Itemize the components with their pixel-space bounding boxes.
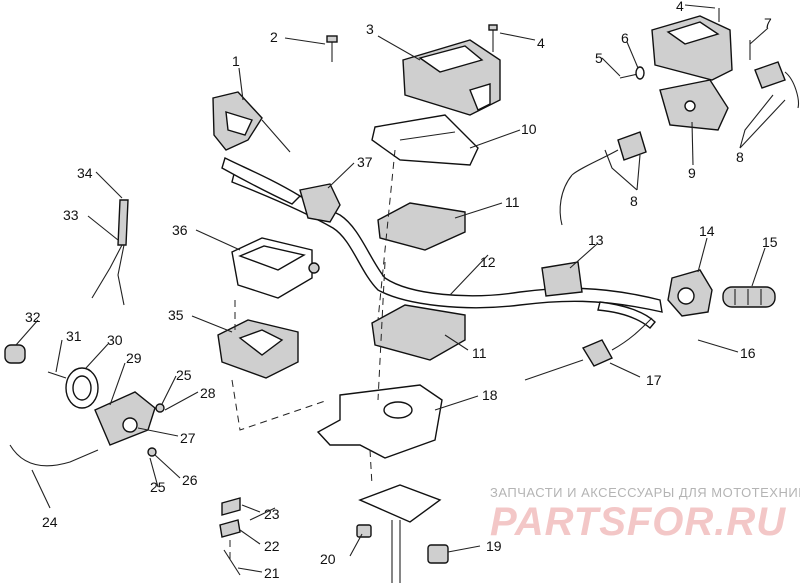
- callout-16: 16: [740, 345, 756, 361]
- callout-9: 9: [688, 165, 696, 181]
- callout-13: 13: [588, 232, 604, 248]
- callout-8b: 8: [630, 193, 638, 209]
- callout-29: 29: [126, 350, 142, 366]
- callout-22: 22: [264, 538, 280, 554]
- callout-23: 23: [264, 506, 280, 522]
- screw-2: [326, 35, 338, 62]
- callout-34: 34: [77, 165, 93, 181]
- light-assembly: [4, 344, 165, 467]
- callout-7: 7: [764, 15, 772, 31]
- callout-numbers: 1 2 3 4 4 5 6 7 8 8 9 10 11 11 12 13 14 …: [25, 0, 778, 581]
- washer-6: [635, 66, 645, 80]
- grip-15: [722, 286, 776, 308]
- callout-30: 30: [107, 332, 123, 348]
- callout-26: 26: [182, 472, 198, 488]
- callout-27: 27: [180, 430, 196, 446]
- watermark-brand: PARTSFOR.RU: [490, 500, 786, 544]
- callout-5: 5: [595, 50, 603, 66]
- plate-10: [371, 114, 479, 166]
- callout-32: 32: [25, 309, 41, 325]
- screw-4: [488, 24, 498, 52]
- callout-1: 1: [232, 53, 240, 69]
- parts-21-23: [219, 497, 276, 576]
- bracket-37: [299, 183, 341, 223]
- clamp-upper-11: [377, 202, 466, 251]
- callout-36: 36: [172, 222, 188, 238]
- callout-31: 31: [66, 328, 82, 344]
- brake-lever: [597, 301, 656, 329]
- callout-3: 3: [366, 21, 374, 37]
- mount-assembly: [356, 484, 449, 583]
- callout-24: 24: [42, 514, 58, 530]
- indicator-lamp: [559, 131, 647, 226]
- gasket-35: [217, 319, 299, 379]
- callout-14: 14: [699, 223, 715, 239]
- callout-15: 15: [762, 234, 778, 250]
- switch-13: [541, 261, 583, 297]
- speedometer-36: [231, 237, 320, 299]
- throttle-control: [212, 91, 302, 205]
- callout-8: 8: [736, 149, 744, 165]
- callout-25: 25: [176, 367, 192, 383]
- callout-33: 33: [63, 207, 79, 223]
- callout-4b: 4: [676, 0, 684, 14]
- key-switch: [754, 61, 799, 109]
- wire-harness: [91, 199, 129, 306]
- callout-28: 28: [200, 385, 216, 401]
- callout-20: 20: [320, 551, 336, 567]
- callout-18: 18: [482, 387, 498, 403]
- leader-lines: [15, 4, 786, 573]
- callout-21: 21: [264, 565, 280, 581]
- callout-11b: 11: [472, 345, 487, 361]
- callout-25b: 25: [150, 479, 166, 495]
- callout-10: 10: [521, 121, 537, 137]
- callout-37: 37: [357, 154, 373, 170]
- handlebar: [231, 169, 663, 313]
- connector-17: [524, 317, 653, 381]
- callout-17: 17: [646, 372, 662, 388]
- callout-19: 19: [486, 538, 502, 554]
- callout-11: 11: [505, 194, 520, 210]
- mount-plate-18: [316, 384, 443, 459]
- bracket-9: [659, 79, 729, 131]
- callout-35: 35: [168, 307, 184, 323]
- screw-5: [619, 73, 639, 79]
- cover-upper-right: [651, 15, 733, 81]
- alignment-lines: [229, 149, 396, 560]
- callout-4: 4: [537, 35, 545, 51]
- cover-3: [402, 39, 501, 116]
- callout-12: 12: [480, 254, 496, 270]
- housing-14: [667, 269, 713, 317]
- watermark-caption: ЗАПЧАСТИ И АКСЕССУАРЫ ДЛЯ МОТОТЕХНИКИ: [490, 485, 800, 500]
- callout-6: 6: [621, 30, 629, 46]
- clamp-lower-11: [371, 304, 466, 361]
- callout-2: 2: [270, 29, 278, 45]
